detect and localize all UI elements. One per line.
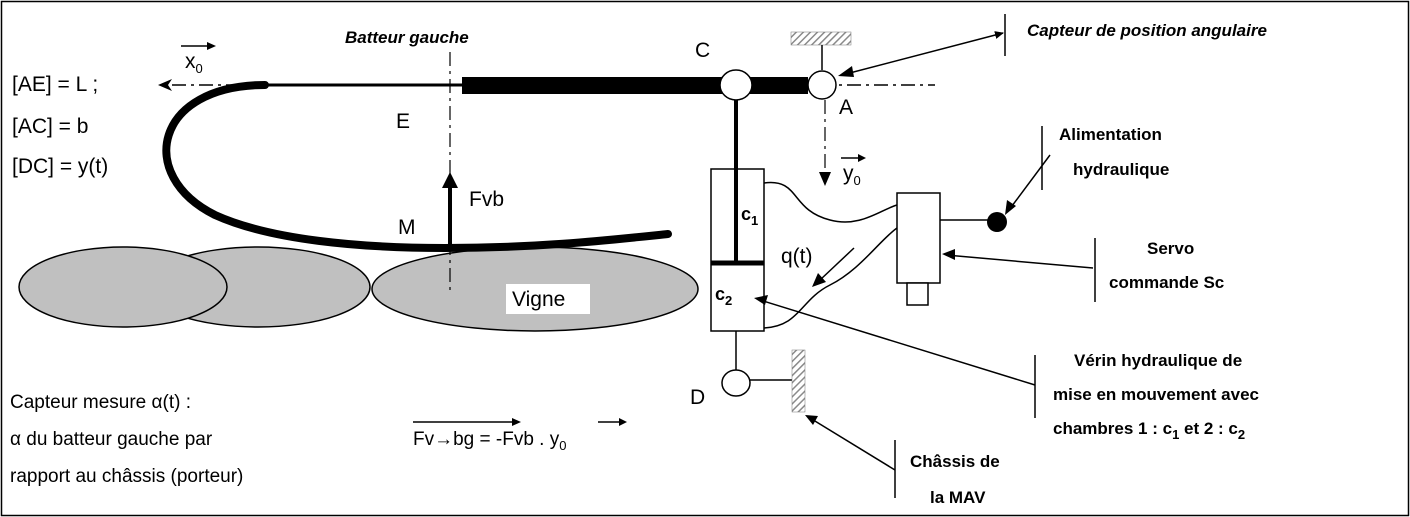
point-a-label: A [839,96,853,119]
vine-ellipse-left [18,246,228,328]
point-m-label: M [398,216,416,239]
mesure-line2: α du batteur gauche par [10,429,213,450]
alim-pointer-arrowhead [1005,200,1016,215]
equation-ac: [AC] = b [12,115,88,138]
fvb-label: Fvb [469,188,504,211]
point-d-label: D [690,386,705,409]
vigne-label: Vigne [512,288,565,311]
servo-pointer-arrowhead [942,249,955,260]
joint-d [721,369,751,397]
chassis-fixed-support [791,349,806,413]
fixed-support-a [790,31,852,46]
capteur-pointer-arrowhead [838,66,854,77]
vigne-label-box [506,284,590,314]
mesure-line1: Capteur mesure α(t) : [10,392,191,413]
x0-axis-arrowhead [158,79,172,91]
capteur-pointer-line [841,31,1004,76]
verin-label-line3: chambres 1 : c1 et 2 : c2 [1053,419,1245,442]
hose-chamber-2 [763,227,898,329]
alim-label-line1: Alimentation [1059,125,1162,144]
beater-thick-arm [462,77,808,94]
batteur-label: Batteur gauche [345,28,469,47]
mesure-line3: rapport au châssis (porteur) [10,466,243,487]
servo-label-line2: commande Sc [1109,273,1224,292]
flow-arrow [819,247,855,281]
beater-curve [162,81,672,253]
equation-dc: [DC] = y(t) [12,155,108,178]
servo-pointer [945,254,1094,269]
point-e-label: E [396,110,410,133]
joint-a [807,70,837,100]
chamber-2-label: c2 [715,284,732,308]
servo-label-line1: Servo [1147,239,1194,258]
capteur-label: Capteur de position angulaire [1027,21,1267,40]
hose-chamber-1 [763,181,898,223]
point-c-label: C [695,39,710,62]
flow-label: q(t) [781,245,813,268]
servo-valve-tail [906,282,929,306]
chassis-label-line2: la MAV [930,488,986,507]
y0-label: y0 [843,162,861,188]
chassis-pointer [809,417,896,471]
y0-axis-arrowhead [819,172,831,186]
fvb-arrowhead [442,172,458,188]
flow-arrowhead [812,273,826,287]
alim-pointer [1008,154,1051,211]
chassis-label-line1: Châssis de [910,452,1000,471]
servo-valve-body [896,192,941,284]
chassis-pointer-arrowhead [805,415,818,425]
force-equation: Fv→bg = -Fvb . y0 [413,429,566,453]
alim-label-line2: hydraulique [1073,160,1169,179]
verin-label-line2: mise en mouvement avec [1053,385,1259,404]
verin-label-line1: Vérin hydraulique de [1074,351,1242,370]
x0-label: x0 [185,50,203,76]
joint-c [719,69,753,101]
chamber-1-label: c1 [741,204,758,228]
verin-pointer [759,299,1036,386]
supply-port [987,212,1007,232]
verin-pointer-arrowhead [754,295,768,305]
equation-ae: [AE] = L ; [12,73,98,96]
